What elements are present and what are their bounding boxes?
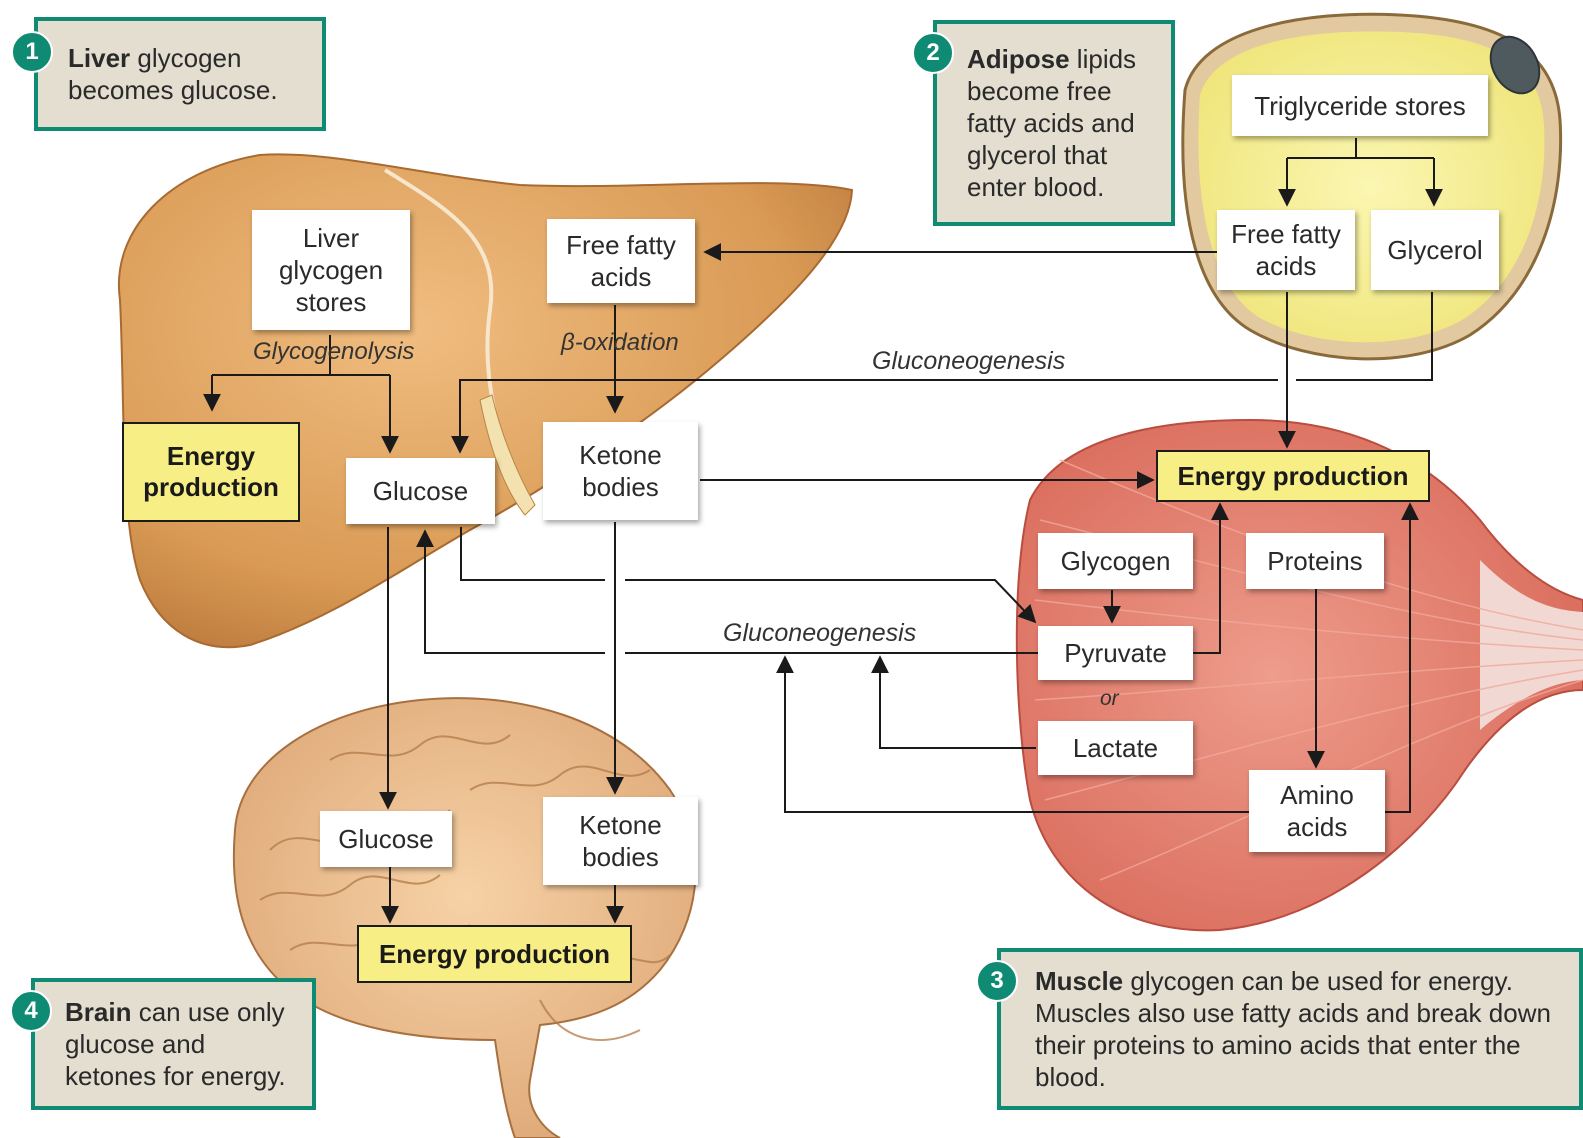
muscle-pyruvate-box: Pyruvate xyxy=(1038,626,1193,680)
callout-liver: Liver glycogen becomes glucose. xyxy=(34,17,326,131)
liver-free-fatty-acids-box: Free fatty acids xyxy=(547,219,695,303)
arrow-lactate-gluconeogenesis xyxy=(880,657,1036,748)
brain-energy-production-box: Energy production xyxy=(357,925,632,983)
muscle-lactate-box: Lactate xyxy=(1038,721,1193,775)
callout-muscle-bold: Muscle xyxy=(1035,966,1123,996)
arrow-glucose-to-pyruvate xyxy=(625,580,1035,622)
arrow-gluconeogenesis-to-glucose xyxy=(425,531,605,653)
glycogenolysis-label: Glycogenolysis xyxy=(253,338,414,366)
triglyceride-stores-box: Triglyceride stores xyxy=(1232,75,1488,136)
callout-badge-3: 3 xyxy=(976,960,1018,1002)
callout-badge-2: 2 xyxy=(912,32,954,74)
liver-glycogen-stores-box: Liver glycogen stores xyxy=(252,210,410,330)
liver-ketone-bodies-box: Ketone bodies xyxy=(543,422,698,520)
adipose-cell-illustration xyxy=(1183,14,1561,359)
callout-muscle: Muscle glycogen can be used for energy. … xyxy=(997,948,1583,1110)
callout-liver-bold: Liver xyxy=(68,43,130,73)
muscle-amino-acids-box: Amino acids xyxy=(1249,770,1385,852)
beta-oxidation-label: β-oxidation xyxy=(561,329,679,357)
callout-brain-bold: Brain xyxy=(65,997,131,1027)
gluconeogenesis-label-middle: Gluconeogenesis xyxy=(723,619,916,648)
liver-glucose-box: Glucose xyxy=(346,458,495,524)
callout-adipose: Adipose lipids become free fatty acids a… xyxy=(933,20,1175,226)
callout-adipose-bold: Adipose xyxy=(967,44,1070,74)
liver-energy-production-box: Energy production xyxy=(122,422,300,522)
muscle-proteins-box: Proteins xyxy=(1246,533,1384,589)
gluconeogenesis-label-top: Gluconeogenesis xyxy=(872,347,1065,376)
brain-glucose-box: Glucose xyxy=(320,811,452,867)
muscle-energy-production-box: Energy production xyxy=(1156,450,1430,502)
liver-illustration xyxy=(119,154,852,647)
glycerol-box: Glycerol xyxy=(1371,210,1499,290)
callout-badge-1: 1 xyxy=(11,31,53,73)
callout-badge-4: 4 xyxy=(10,990,52,1032)
brain-ketone-bodies-box: Ketone bodies xyxy=(543,797,698,885)
adipose-free-fatty-acids-box: Free fatty acids xyxy=(1217,210,1355,290)
callout-brain: Brain can use only glucose and ketones f… xyxy=(31,978,316,1110)
or-label: or xyxy=(1100,687,1119,711)
muscle-glycogen-box: Glycogen xyxy=(1038,533,1193,589)
